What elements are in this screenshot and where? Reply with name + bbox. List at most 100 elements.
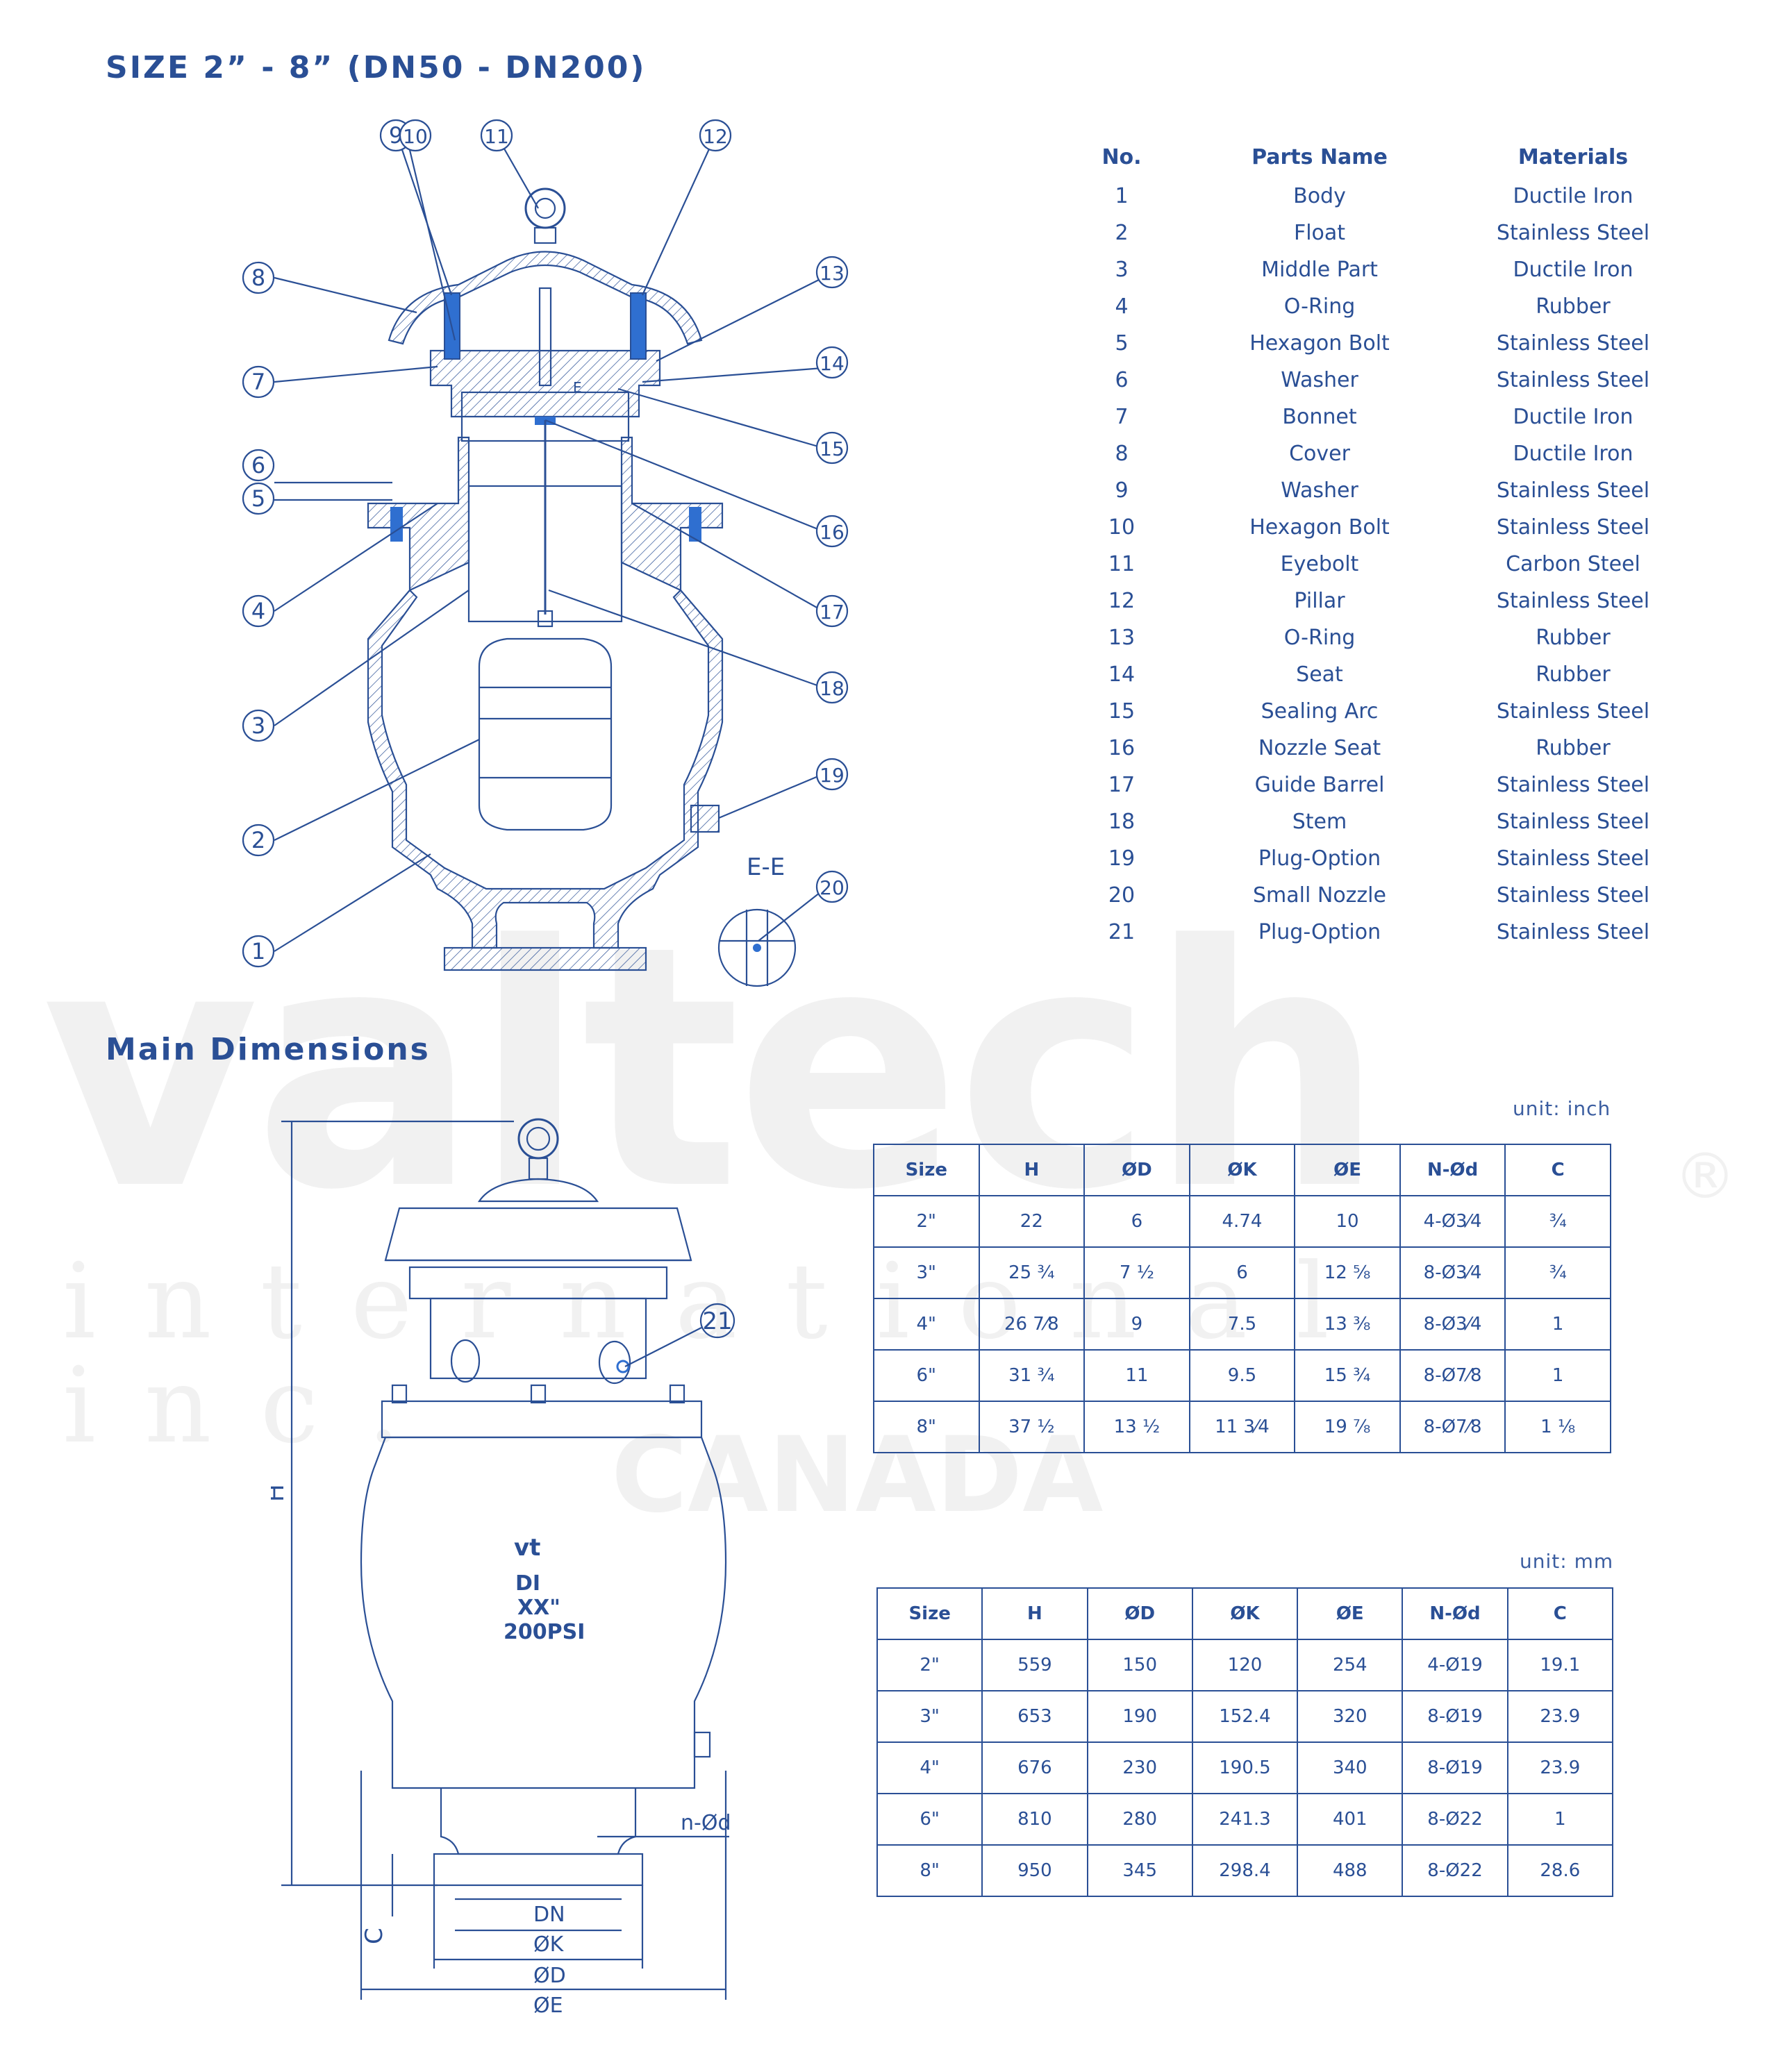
table-header-cell: ØE — [1297, 1587, 1404, 1640]
part-no: 5 — [1115, 331, 1129, 356]
part-name: Washer — [1281, 478, 1358, 503]
callout-number: 11 — [484, 125, 509, 148]
callout-circle — [815, 594, 849, 628]
part-material: Stainless Steel — [1496, 810, 1650, 834]
table-cell: 6 — [1083, 1195, 1190, 1248]
part-material: Ductile Iron — [1513, 184, 1633, 208]
part-material: Stainless Steel — [1496, 883, 1650, 908]
bolt-5-left — [390, 507, 403, 542]
part-no: 18 — [1108, 810, 1136, 834]
table-cell: 7.5 — [1188, 1298, 1296, 1351]
table-cell: 2" — [873, 1195, 980, 1248]
table-header-cell: H — [981, 1587, 1088, 1640]
callout-circle — [815, 431, 849, 465]
callout-number: 4 — [251, 598, 265, 624]
table-cell: 950 — [981, 1844, 1088, 1897]
part-material: Stainless Steel — [1496, 515, 1650, 540]
body-mark-logo: vt — [514, 1534, 540, 1562]
part-no: 17 — [1108, 773, 1136, 797]
eyebolt-ring — [524, 187, 566, 229]
callout-circle — [815, 671, 849, 704]
table-cell: ¾ — [1504, 1246, 1611, 1299]
hexagon-bolt-right — [630, 292, 647, 360]
table-cell: 12 ⅝ — [1294, 1246, 1401, 1299]
callout-number: 6 — [251, 452, 265, 478]
part-no: 6 — [1115, 368, 1129, 392]
watermark-registered: ® — [1674, 1140, 1736, 1213]
detail-e-e — [717, 908, 797, 987]
callout-circle — [815, 870, 849, 903]
table-cell: 23.9 — [1506, 1741, 1614, 1794]
section-label-ee: E-E — [747, 853, 785, 881]
dim-label-dn: DN — [533, 1903, 565, 1927]
part-no: 3 — [1115, 258, 1129, 282]
table-cell: 4" — [873, 1298, 980, 1351]
table-cell: 8-Ø7⁄8 — [1399, 1401, 1506, 1453]
table-cell: 1 — [1504, 1349, 1611, 1402]
section-title-size: SIZE 2” - 8” (DN50 - DN200) — [106, 50, 647, 85]
table-header-cell: C — [1506, 1587, 1614, 1640]
part-name: Middle Part — [1261, 258, 1378, 282]
table-cell: 6 — [1188, 1246, 1296, 1299]
table-header-cell: N-Ød — [1399, 1144, 1506, 1196]
table-cell: 26 7⁄8 — [978, 1298, 1086, 1351]
table-cell: 11 — [1083, 1349, 1190, 1402]
part-name: Body — [1293, 184, 1346, 208]
dim-label-h: H — [271, 1484, 290, 1502]
part-name: Seat — [1296, 662, 1343, 687]
part-name: Washer — [1281, 368, 1358, 392]
part-material: Rubber — [1536, 626, 1611, 650]
callout-circle — [399, 119, 432, 152]
table-cell: 559 — [981, 1639, 1088, 1691]
table-cell: 488 — [1297, 1844, 1404, 1897]
dim-label-c: C — [360, 1928, 388, 1944]
body-mark-size: XX" — [517, 1596, 560, 1620]
callout-number: 12 — [703, 125, 728, 148]
table-cell: 810 — [981, 1793, 1088, 1846]
part-material: Ductile Iron — [1513, 442, 1633, 466]
plug-option-19 — [690, 804, 720, 833]
part-name: Pillar — [1294, 589, 1345, 613]
part-material: Stainless Steel — [1496, 221, 1650, 245]
part-name: Hexagon Bolt — [1249, 515, 1390, 540]
dimension-drawing: H C vt DI XX" 200PSI DN ØK ØD ØE n-Ød 21 — [271, 1118, 735, 2018]
part-name: Plug-Option — [1258, 920, 1381, 944]
part-material: Ductile Iron — [1513, 258, 1633, 282]
table-header-cell: ØK — [1188, 1144, 1296, 1196]
table-cell: 1 — [1506, 1793, 1614, 1846]
table-header-cell: N-Ød — [1402, 1587, 1508, 1640]
part-name: Plug-Option — [1258, 846, 1381, 871]
table-cell: 4" — [876, 1741, 983, 1794]
table-cell: 653 — [981, 1690, 1088, 1743]
part-name: Eyebolt — [1280, 552, 1359, 576]
callout-circle — [480, 119, 513, 152]
table-cell: 13 ⅜ — [1294, 1298, 1401, 1351]
unit-label-inch: unit: inch — [1513, 1097, 1611, 1120]
table-cell: 8-Ø3⁄4 — [1399, 1246, 1506, 1299]
table-cell: 152.4 — [1191, 1690, 1299, 1743]
part-no: 2 — [1115, 221, 1129, 245]
part-material: Stainless Steel — [1496, 773, 1650, 797]
table-cell: 9 — [1083, 1298, 1190, 1351]
inner-label-e: E — [573, 379, 582, 396]
dim-label-nd: n-Ød — [681, 1811, 731, 1835]
callout-number: 5 — [251, 485, 265, 512]
table-cell: 8" — [876, 1844, 983, 1897]
table-cell: 7 ½ — [1083, 1246, 1190, 1299]
